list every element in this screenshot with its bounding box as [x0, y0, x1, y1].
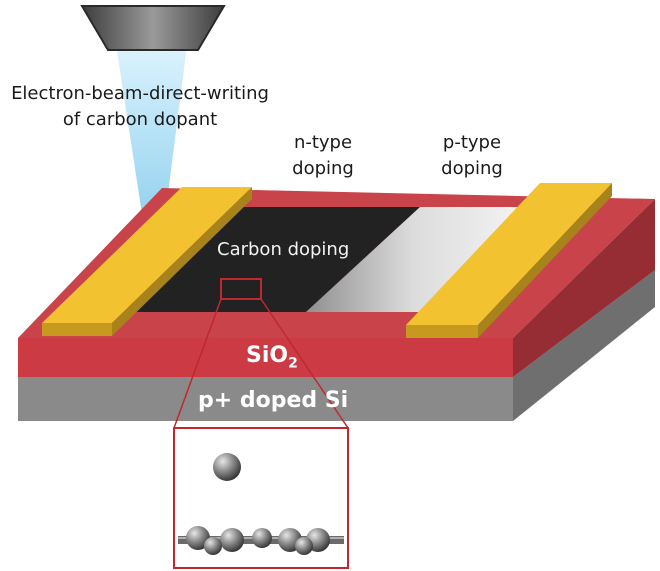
- carbon-doped-region: [128, 207, 420, 312]
- oxide-side-face: [513, 199, 655, 377]
- sio2-layer-label: SiO2: [246, 343, 298, 371]
- substrate-side-face: [513, 270, 655, 421]
- p-type-label-line2: doping: [441, 158, 503, 179]
- left-electrode-top: [42, 187, 252, 323]
- p-type-doping-label: p-type doping: [432, 130, 512, 182]
- substrate-front-face: [18, 377, 513, 421]
- beam-source-tip: [80, 5, 226, 51]
- n-type-label-line1: n-type: [293, 132, 353, 153]
- p-type-region: [306, 207, 542, 312]
- right-electrode-side: [478, 183, 612, 338]
- right-electrode-front: [406, 325, 478, 338]
- electron-beam: [115, 38, 188, 240]
- n-type-doping-label: n-type doping: [283, 130, 363, 182]
- p-type-label-line1: p-type: [442, 132, 502, 153]
- carbon-adatom: [213, 453, 241, 481]
- sio2-label-subscript: 2: [288, 355, 298, 372]
- graphene-lattice: [178, 526, 344, 555]
- ebeam-writing-label: Electron-beam-direct-writing of carbon d…: [6, 81, 274, 133]
- right-electrode-top: [406, 183, 612, 325]
- oxide-front-face: [18, 338, 513, 377]
- substrate-label: p+ doped Si: [198, 388, 349, 413]
- ebeam-label-line2: of carbon dopant: [62, 109, 218, 130]
- left-electrode-front: [42, 323, 112, 336]
- n-type-label-line2: doping: [292, 158, 354, 179]
- highlight-box: [220, 278, 262, 300]
- ebeam-label-line1: Electron-beam-direct-writing: [11, 83, 269, 104]
- sio2-label-main: SiO: [246, 343, 289, 368]
- carbon-doping-label: Carbon doping: [217, 239, 350, 260]
- zoom-line-right: [260, 298, 349, 429]
- left-electrode-side: [112, 187, 252, 336]
- zoom-line-left: [173, 298, 222, 429]
